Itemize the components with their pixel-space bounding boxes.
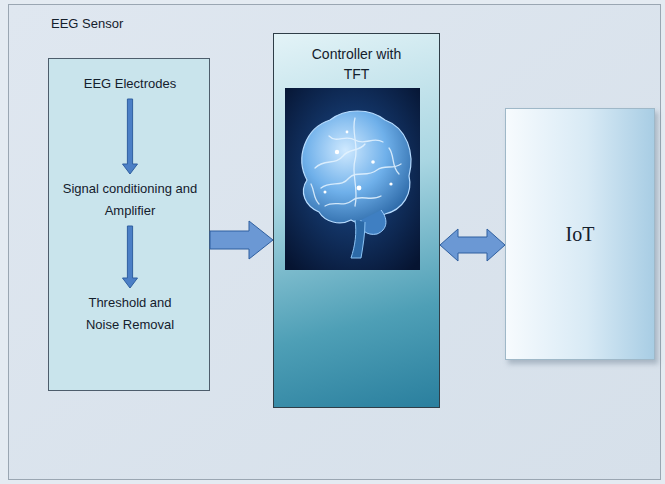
flow-arrow (123, 99, 138, 174)
node-label: EEG Electrodes (52, 73, 208, 95)
sensor-box: EEG SensorEEG ElectrodesSignal condition… (48, 58, 210, 391)
node-label: Controller with TFT (305, 44, 409, 84)
block-arrow (210, 221, 273, 259)
double-block-arrow (440, 229, 505, 261)
process-step: EEG Electrodes (52, 73, 208, 95)
node-label: IoT (566, 223, 595, 246)
iot-box: IoT (505, 108, 655, 360)
node-label: Signal conditioning and Amplifier (52, 178, 208, 222)
outer-frame (9, 5, 661, 480)
brain-illustration (285, 88, 420, 270)
node-label: EEG Sensor (51, 16, 171, 31)
process-step: Threshold and Noise Removal (75, 292, 185, 336)
node-label: Threshold and Noise Removal (75, 292, 185, 336)
flow-arrow (123, 226, 138, 288)
process-step: Signal conditioning and Amplifier (52, 178, 208, 222)
